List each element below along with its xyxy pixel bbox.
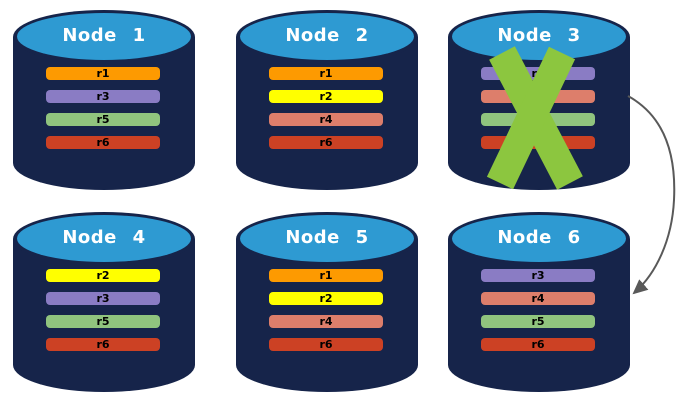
replica-bar: r3 [46,292,160,305]
replica-bar-list: r1 r2 r4 r6 [269,269,383,361]
node-title: Node 4 [62,227,146,248]
cylinder-top-ellipse [240,215,414,262]
replica-bar: r1 [269,269,383,282]
replica-bar: r2 [269,90,383,103]
replica-bar: r3 [46,90,160,103]
replica-bar: r3 [481,269,595,282]
replica-bar: r1 [46,67,160,80]
node-title: Node 5 [285,227,369,248]
replica-bar: r5 [481,315,595,328]
db-node-2: Node 2 r1 r2 r4 r6 [236,10,418,190]
db-node-3: Node 3 r3 [448,10,630,190]
replica-bar: r2 [46,269,160,282]
node-title: Node 6 [497,227,581,248]
replica-bar: r1 [269,67,383,80]
replica-bar: r6 [269,338,383,351]
node-title: Node 1 [62,25,146,46]
node-title: Node 3 [497,25,581,46]
replica-bar: r6 [46,136,160,149]
node-title: Node 2 [285,25,369,46]
replica-bar-list: r1 r2 r4 r6 [269,67,383,159]
cylinder-top-ellipse [452,13,626,60]
replica-bar: r5 [46,113,160,126]
replica-bar: r6 [481,338,595,351]
cylinder-top-ellipse [240,13,414,60]
replica-bar: r2 [269,292,383,305]
db-node-4: Node 4 r2 r3 r5 r6 [13,212,195,392]
cylinder-top-ellipse [17,215,191,262]
replica-bar: r4 [269,113,383,126]
replica-bar: r5 [46,315,160,328]
replica-bar: r4 [481,292,595,305]
db-node-6: Node 6 r3 r4 r5 r6 [448,212,630,392]
cylinder-top-ellipse [452,215,626,262]
replica-bar-list: r1 r3 r5 r6 [46,67,160,159]
db-node-5: Node 5 r1 r2 r4 r6 [236,212,418,392]
cylinder-top-ellipse [17,13,191,60]
replica-bar: r6 [269,136,383,149]
replica-bar: r4 [269,315,383,328]
replica-bar: r6 [46,338,160,351]
replica-bar-list: r3 r4 r5 r6 [481,269,595,361]
failure-x-icon [486,46,583,190]
replica-bar-list: r2 r3 r5 r6 [46,269,160,361]
db-node-1: Node 1 r1 r3 r5 r6 [13,10,195,190]
